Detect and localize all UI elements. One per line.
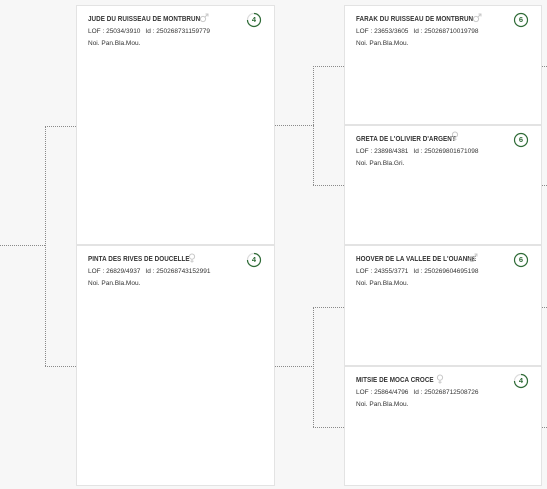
male-symbol-icon <box>472 13 482 23</box>
lof-label: LOF <box>88 28 101 35</box>
male-symbol-icon <box>468 253 478 263</box>
lof-label: LOF <box>88 268 101 275</box>
id-label: Id <box>145 28 151 35</box>
connector-to-jude <box>45 126 76 127</box>
dog-name[interactable]: FARAK DU RUISSEAU DE MONTBRUN <box>356 16 474 23</box>
dog-name[interactable]: HOOVER DE LA VALLEE DE L'OUANNE <box>356 256 477 263</box>
generation-badge: 6 <box>513 12 529 28</box>
chip-number: 250268710019798 <box>424 28 479 35</box>
chip-number: 250269801671098 <box>424 148 479 155</box>
lof-label: LOF <box>356 28 369 35</box>
connector-gen1-vertical <box>45 126 46 366</box>
female-symbol-icon <box>435 374 445 384</box>
lof-label: LOF <box>356 268 369 275</box>
coat-color: Noi. Pan.Bla.Mou. <box>88 280 141 287</box>
dog-card-farak[interactable]: FARAK DU RUISSEAU DE MONTBRUN LOF : 2365… <box>344 5 542 125</box>
connector-to-hoover <box>313 307 344 308</box>
coat-color: Noi. Pan.Bla.Mou. <box>356 40 409 47</box>
id-label: Id <box>413 268 419 275</box>
male-symbol-icon <box>199 13 209 23</box>
id-label: Id <box>413 389 419 396</box>
coat-color: Noi. Pan.Bla.Mou. <box>88 40 141 47</box>
connector-to-pinta <box>45 366 76 367</box>
female-symbol-icon <box>450 131 460 141</box>
dog-card-hoover[interactable]: HOOVER DE LA VALLEE DE L'OUANNE LOF : 24… <box>344 245 542 366</box>
coat-color: Noi. Pan.Bla.Mou. <box>356 280 409 287</box>
generation-count: 4 <box>518 376 524 385</box>
generation-count: 4 <box>251 15 257 24</box>
id-label: Id <box>413 28 419 35</box>
connector-mitsie-out <box>541 427 547 428</box>
id-label: Id <box>145 268 151 275</box>
lof-label: LOF <box>356 148 369 155</box>
lof-number: 24355/3771 <box>374 268 409 275</box>
lof-number: 23653/3605 <box>374 28 409 35</box>
connector-pinta-vertical <box>313 307 314 427</box>
lof-number: 23898/4381 <box>374 148 409 155</box>
generation-badge: 6 <box>513 252 529 268</box>
female-symbol-icon <box>187 253 197 263</box>
dog-name[interactable]: MITSIE DE MOCA CROCE <box>356 377 434 384</box>
connector-pinta-out <box>274 366 314 367</box>
generation-badge: 4 <box>513 373 529 389</box>
dog-card-greta[interactable]: GRETA DE L'OLIVIER D'ARGENT LOF : 23898/… <box>344 125 542 245</box>
lof-number: 25034/3910 <box>106 28 141 35</box>
id-label: Id <box>413 148 419 155</box>
lof-number: 26829/4937 <box>106 268 141 275</box>
generation-count: 4 <box>251 255 257 264</box>
coat-color: Noi. Pan.Bla.Gri. <box>356 160 405 167</box>
connector-root <box>0 245 45 246</box>
lof-number: 25864/4796 <box>374 389 409 396</box>
connector-to-greta <box>313 185 344 186</box>
generation-badge: 4 <box>246 252 262 268</box>
dog-card-jude[interactable]: JUDE DU RUISSEAU DE MONTBRUN LOF : 25034… <box>76 5 275 245</box>
dog-name[interactable]: JUDE DU RUISSEAU DE MONTBRUN <box>88 16 201 23</box>
generation-count: 6 <box>518 15 524 24</box>
connector-farak-out <box>541 66 547 67</box>
generation-badge: 4 <box>246 12 262 28</box>
chip-number: 250268731159779 <box>156 28 211 35</box>
chip-number: 250268743152991 <box>156 268 211 275</box>
connector-to-farak <box>313 66 344 67</box>
connector-jude-out <box>274 125 314 126</box>
lof-label: LOF <box>356 389 369 396</box>
dog-card-pinta[interactable]: PINTA DES RIVES DE DOUCELLE LOF : 26829/… <box>76 245 275 486</box>
dog-name[interactable]: PINTA DES RIVES DE DOUCELLE <box>88 256 190 263</box>
generation-count: 6 <box>518 255 524 264</box>
chip-number: 250268712508726 <box>424 389 479 396</box>
generation-count: 6 <box>518 135 524 144</box>
coat-color: Noi. Pan.Bla.Mou. <box>356 401 409 408</box>
chip-number: 250269604695198 <box>424 268 479 275</box>
generation-badge: 6 <box>513 132 529 148</box>
connector-jude-vertical <box>313 66 314 185</box>
connector-greta-out <box>541 185 547 186</box>
connector-to-mitsie <box>313 427 344 428</box>
dog-name[interactable]: GRETA DE L'OLIVIER D'ARGENT <box>356 136 456 143</box>
connector-hoover-out <box>541 307 547 308</box>
